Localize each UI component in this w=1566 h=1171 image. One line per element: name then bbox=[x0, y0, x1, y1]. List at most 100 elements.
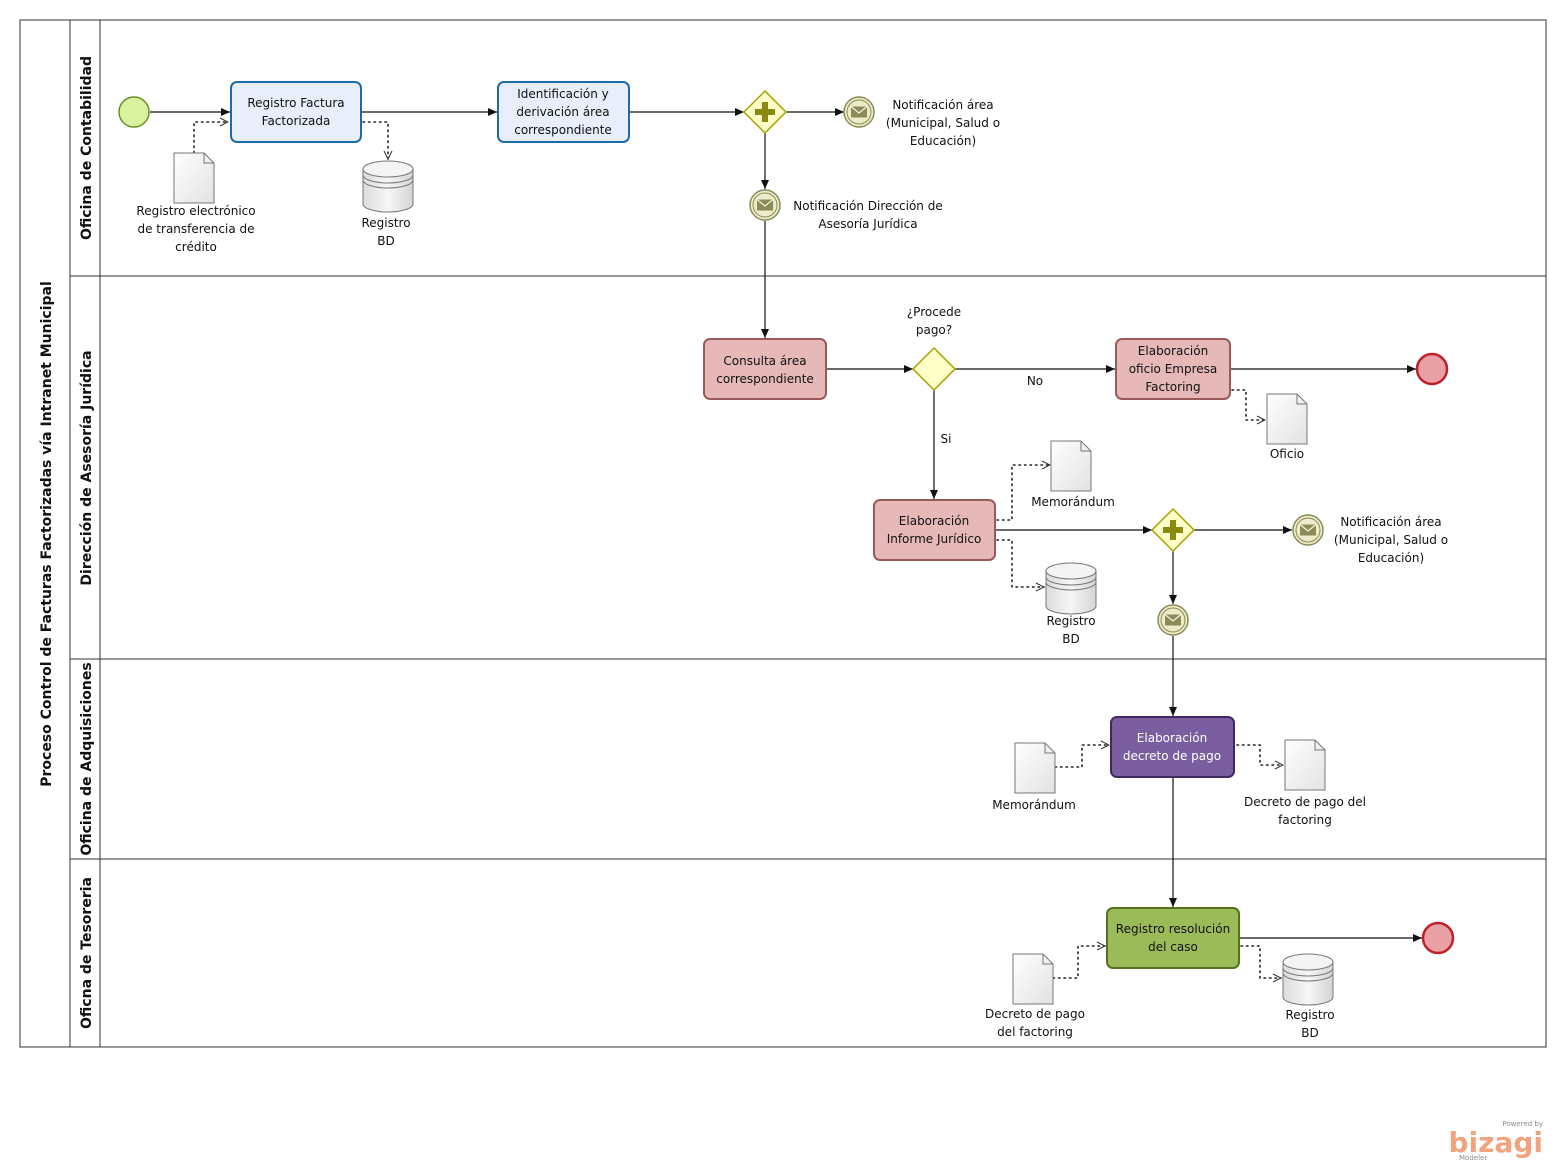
task-label-line: Identificación y bbox=[517, 87, 609, 101]
label-line: (Municipal, Salud o bbox=[886, 116, 1000, 130]
envelope-icon bbox=[1165, 614, 1181, 626]
label-line: Decreto de pago del bbox=[1244, 795, 1366, 809]
envelope-icon bbox=[757, 199, 773, 211]
association bbox=[1231, 389, 1265, 420]
association bbox=[1052, 946, 1105, 979]
label-line: Educación) bbox=[910, 134, 976, 148]
data-object-memorandum[interactable] bbox=[1050, 440, 1092, 492]
label-line: Registro bbox=[1046, 614, 1095, 628]
artifact-label-memorandum: Memorándum bbox=[1031, 495, 1115, 509]
label-line: factoring bbox=[1278, 813, 1332, 827]
task-label-line: Consulta área bbox=[723, 354, 806, 368]
label-line: BD bbox=[1062, 632, 1079, 646]
task-label-line: Elaboración bbox=[1137, 731, 1207, 745]
message-event-notificacion-area-2[interactable] bbox=[1292, 514, 1324, 546]
lane-title-contabilidad: Oficina de Contabilidad bbox=[79, 56, 95, 240]
label-line: Decreto de pago bbox=[985, 1007, 1085, 1021]
association bbox=[362, 121, 388, 159]
task-label-line: Informe Jurídico bbox=[887, 532, 982, 546]
task-label-line: oficio Empresa bbox=[1129, 362, 1218, 376]
label-line: Notificación área bbox=[892, 98, 993, 112]
task-label-line: decreto de pago bbox=[1123, 749, 1221, 763]
bizagi-logo: bizagi bbox=[1449, 1126, 1543, 1159]
label-line: de transferencia de bbox=[137, 222, 254, 236]
envelope-icon bbox=[1300, 524, 1316, 536]
label-line: BD bbox=[377, 234, 394, 248]
envelope-icon bbox=[851, 106, 867, 118]
label-line: crédito bbox=[175, 240, 217, 254]
sequence-flows bbox=[150, 108, 1422, 942]
lane-title-asesoria: Dirección de Asesoría Jurídica bbox=[79, 350, 95, 585]
task-label-line: Factoring bbox=[1145, 380, 1200, 394]
end-event[interactable] bbox=[1415, 352, 1449, 386]
data-object-registro-electronico[interactable] bbox=[173, 152, 215, 204]
artifact-label-memorandum: Memorándum bbox=[992, 798, 1076, 812]
start-event[interactable] bbox=[118, 96, 150, 128]
label-line: Memorándum bbox=[992, 798, 1076, 812]
flow-label-no: No bbox=[1027, 374, 1043, 388]
parallel-gateway[interactable] bbox=[1150, 507, 1196, 553]
association bbox=[1236, 744, 1283, 765]
label-line: Registro bbox=[1285, 1008, 1334, 1022]
association bbox=[1054, 745, 1109, 768]
gateway-label-procede-pago: ¿Procede pago? bbox=[907, 305, 961, 337]
label-line: BD bbox=[1301, 1026, 1318, 1040]
label-line: pago? bbox=[916, 323, 952, 337]
label-line: ¿Procede bbox=[907, 305, 961, 319]
label-line: (Municipal, Salud o bbox=[1334, 533, 1448, 547]
data-object-memorandum[interactable] bbox=[1014, 742, 1056, 794]
event-label-notificacion-area-2: Notificación área (Municipal, Salud o Educ… bbox=[1334, 515, 1448, 565]
artifact-label-decreto: Decreto de pago del factoring bbox=[985, 1007, 1085, 1039]
watermark-powered: Powered by bbox=[1502, 1120, 1543, 1128]
label-line: Registro bbox=[361, 216, 410, 230]
association bbox=[193, 122, 228, 154]
label-line: del factoring bbox=[997, 1025, 1073, 1039]
exclusive-gateway-procede-pago[interactable] bbox=[911, 346, 957, 392]
parallel-gateway[interactable] bbox=[742, 89, 788, 135]
task-label-line: Elaboración bbox=[899, 514, 969, 528]
lane-title-tesoreria: Oficna de Tesoreria bbox=[79, 877, 95, 1029]
data-object-oficio[interactable] bbox=[1266, 393, 1308, 445]
message-event-notificacion-adquisiciones[interactable] bbox=[1157, 604, 1189, 636]
message-event-notificacion-direccion[interactable] bbox=[749, 189, 781, 221]
label-line: Educación) bbox=[1358, 551, 1424, 565]
task-label-line: Elaboración bbox=[1138, 344, 1208, 358]
task-label-line: del caso bbox=[1148, 940, 1198, 954]
label-line: Asesoría Jurídica bbox=[818, 217, 917, 231]
task-label-line: Factorizada bbox=[262, 114, 331, 128]
data-store-registro-bd[interactable] bbox=[1045, 562, 1097, 615]
message-event-notificacion-area[interactable] bbox=[843, 96, 875, 128]
label-line: Registro electrónico bbox=[136, 204, 255, 218]
data-object-decreto[interactable] bbox=[1012, 953, 1054, 1005]
label-line: Memorándum bbox=[1031, 495, 1115, 509]
association bbox=[1240, 945, 1281, 978]
association bbox=[996, 465, 1050, 521]
watermark-sub: Modeler bbox=[1459, 1154, 1487, 1162]
data-object-decreto[interactable] bbox=[1284, 739, 1326, 791]
label-line: Notificación área bbox=[1340, 515, 1441, 529]
data-store-registro-bd[interactable] bbox=[362, 160, 414, 213]
task-elaboracion-decreto[interactable]: Elaboración decreto de pago bbox=[1110, 716, 1235, 778]
data-store-registro-bd[interactable] bbox=[1282, 953, 1334, 1006]
lane-title-adquisiciones: Oficina de Adquisiciones bbox=[79, 662, 95, 855]
bizagi-watermark: Powered by bizagi Modeler bbox=[1449, 1120, 1543, 1162]
plus-icon bbox=[1163, 520, 1183, 540]
end-event[interactable] bbox=[1421, 921, 1455, 955]
task-label-line: Registro Factura bbox=[247, 96, 344, 110]
associations bbox=[193, 121, 1283, 979]
artifact-label-oficio: Oficio bbox=[1270, 447, 1304, 461]
